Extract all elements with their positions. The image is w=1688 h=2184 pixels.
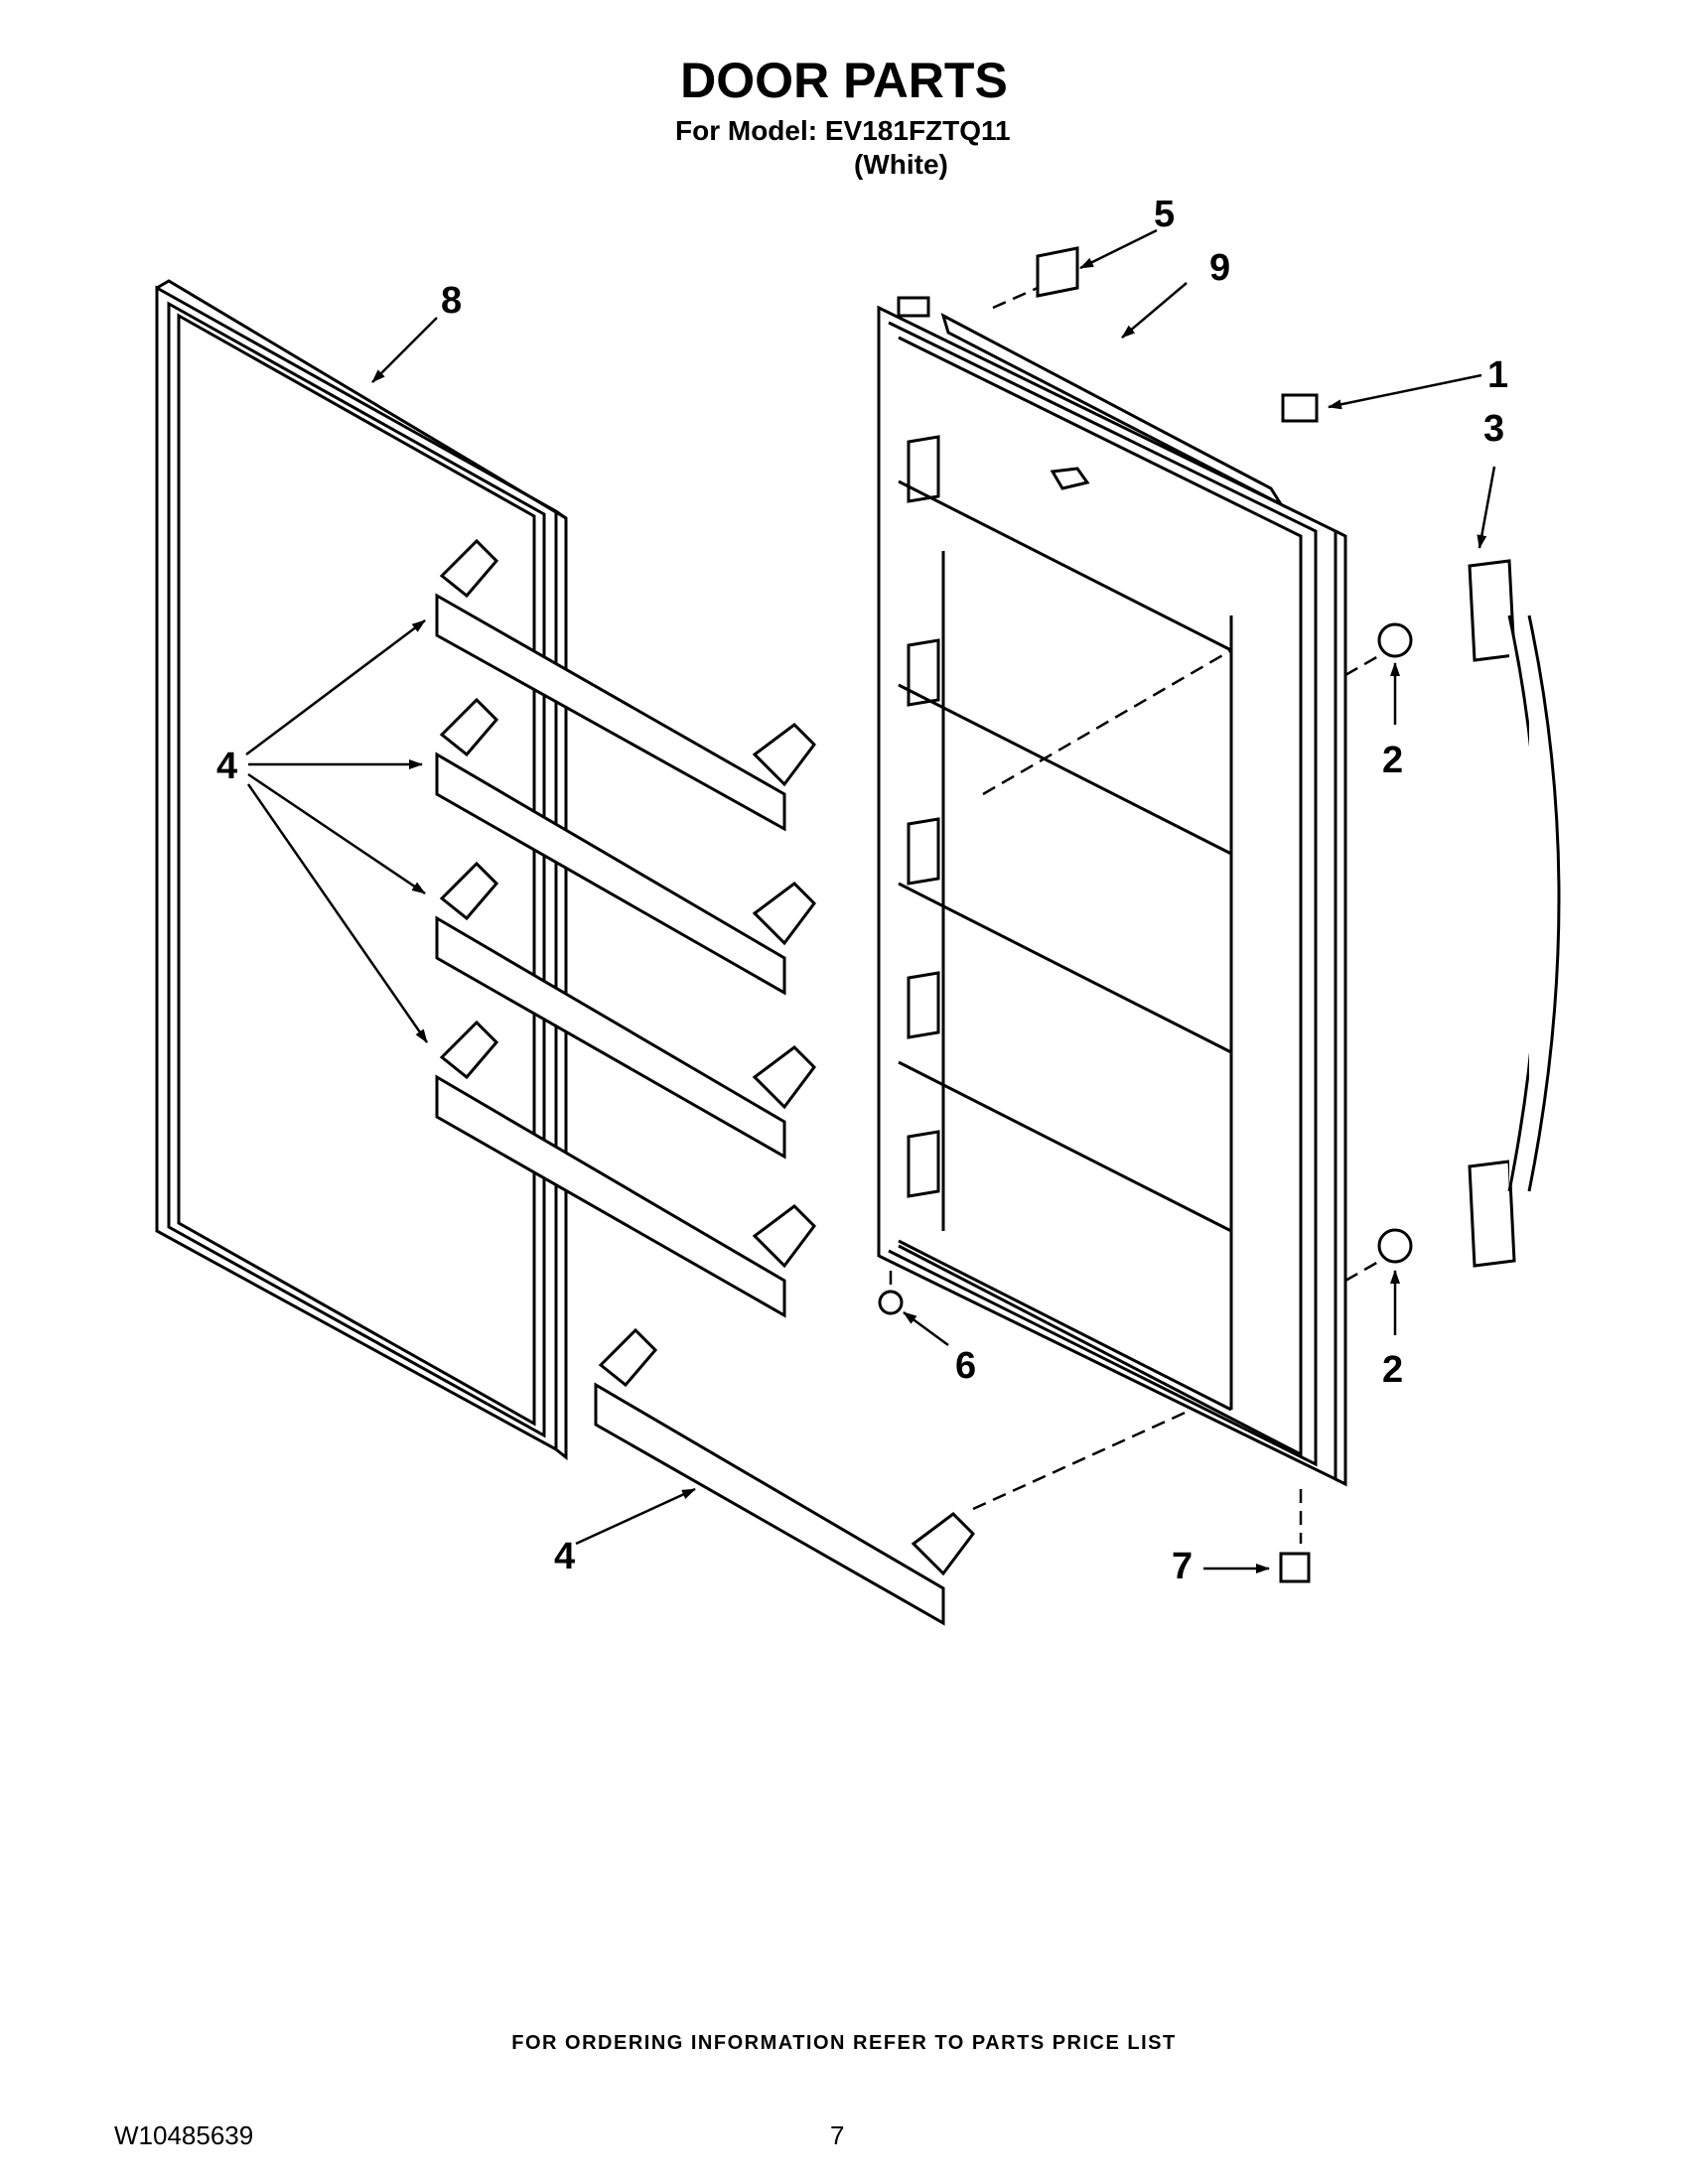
- callout-4-group: 4: [216, 746, 237, 787]
- callout-3: 3: [1483, 408, 1504, 450]
- door-liner: [877, 296, 1347, 1487]
- door-bin-bottom: [594, 1327, 975, 1626]
- callout-2-bottom: 2: [1382, 1349, 1403, 1391]
- exploded-parts-diagram: 1 2 2 3 4 4 5 6 7 8 9: [155, 194, 1561, 1626]
- hinge-cap: [1281, 393, 1319, 423]
- door-label-plate: [1036, 246, 1079, 298]
- callout-4-bottom: 4: [554, 1536, 575, 1577]
- callout-8: 8: [441, 280, 462, 322]
- door-handle: [1468, 559, 1561, 1268]
- callout-2-top: 2: [1382, 740, 1403, 781]
- door-bin-4: [435, 1020, 816, 1318]
- ordering-note: FOR ORDERING INFORMATION REFER TO PARTS …: [511, 2032, 1177, 2054]
- handle-screw-bottom: [1377, 1228, 1413, 1264]
- callout-6: 6: [955, 1345, 976, 1387]
- door-gasket: [155, 279, 568, 1461]
- callout-9: 9: [1209, 247, 1230, 289]
- door-bin-1: [435, 538, 816, 832]
- document-number: W10485639: [114, 2120, 254, 2150]
- nut: [878, 1290, 904, 1315]
- page-title: DOOR PARTS: [680, 53, 1008, 108]
- assembly-lines: [889, 286, 1381, 1544]
- door-bin-3: [435, 861, 816, 1160]
- model-label: For Model: EV181FZTQ11: [675, 115, 1011, 146]
- bottom-hinge: [1279, 1552, 1311, 1583]
- color-label: (White): [854, 149, 948, 180]
- door-bin-2: [435, 697, 816, 996]
- handle-screw-top: [1377, 622, 1413, 658]
- callout-5: 5: [1154, 194, 1175, 235]
- callout-7: 7: [1172, 1546, 1193, 1587]
- callout-1: 1: [1487, 354, 1508, 396]
- leader-arrows: [245, 228, 1496, 1573]
- page-number: 7: [830, 2120, 845, 2150]
